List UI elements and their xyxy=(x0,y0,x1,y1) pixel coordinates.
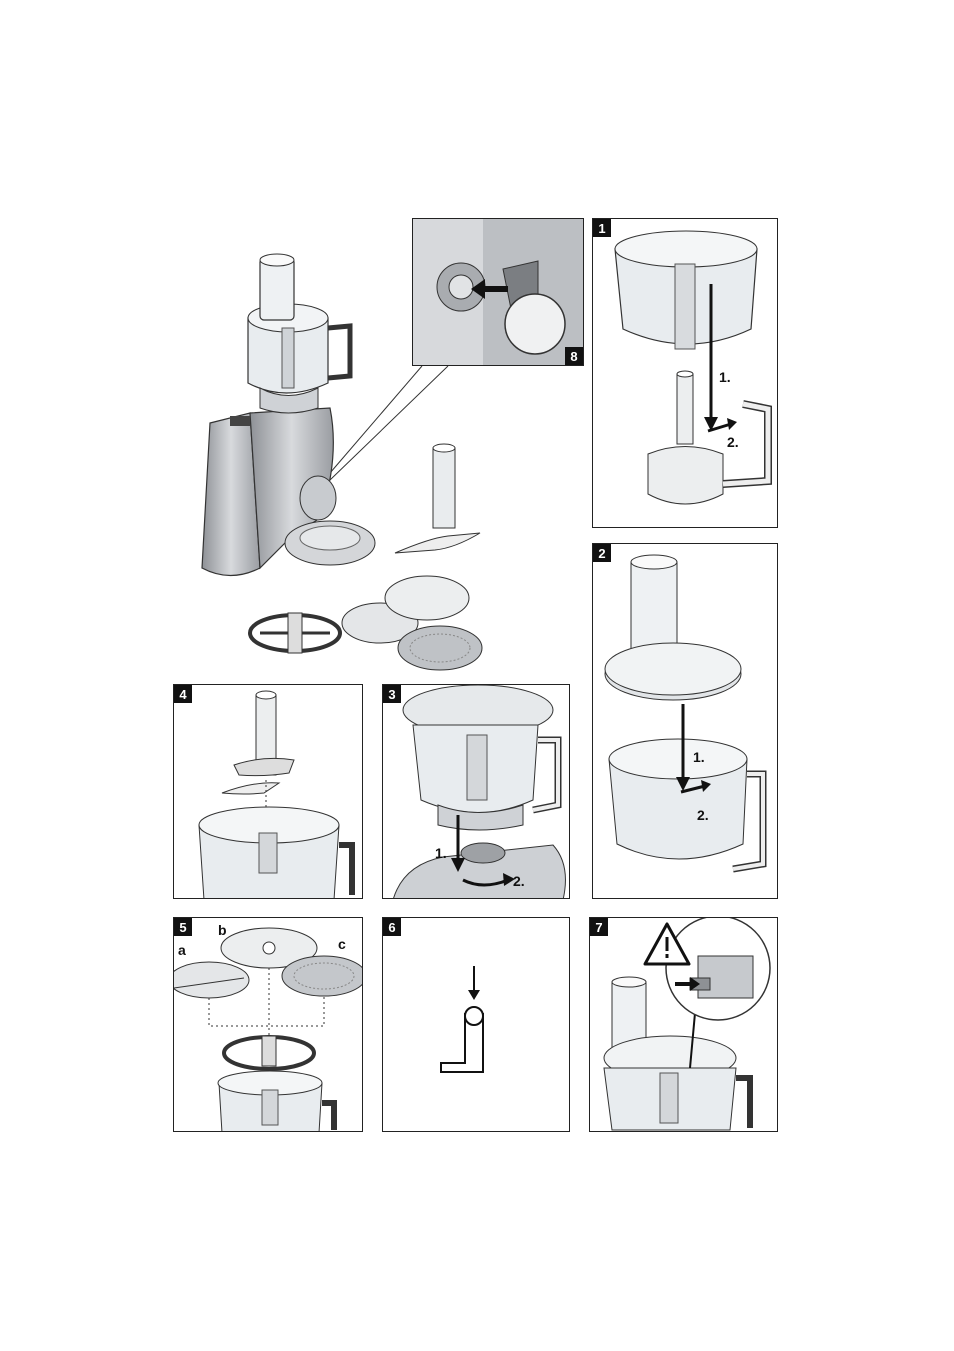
switch-symbol-icon xyxy=(441,1007,483,1072)
step-label-1: 1. xyxy=(693,749,705,765)
down-arrow-icon xyxy=(468,966,480,1000)
panel-4: 4 xyxy=(173,684,363,899)
panel-number: 7 xyxy=(590,918,608,936)
switch-position-diagram xyxy=(383,918,570,1132)
panel-number: 4 xyxy=(174,685,192,703)
panel-1: 1 1. 2. xyxy=(592,218,778,528)
disc-label-b: b xyxy=(218,922,227,938)
panel-number: 6 xyxy=(383,918,401,936)
step-label-2: 2. xyxy=(697,807,709,823)
step-label-1: 1. xyxy=(435,845,447,861)
panel-number: 8 xyxy=(565,347,583,365)
bowl-mount-illustration xyxy=(593,219,778,528)
panel-5: 5 a b c xyxy=(173,917,363,1132)
disc-label-a: a xyxy=(178,942,186,958)
step-label-2: 2. xyxy=(513,873,525,889)
panel-number: 2 xyxy=(593,544,611,562)
bowl-lock-illustration xyxy=(383,685,570,899)
disc-label-c: c xyxy=(338,936,346,952)
panel-number: 1 xyxy=(593,219,611,237)
step-label-2: 2. xyxy=(727,434,739,450)
panel-number: 3 xyxy=(383,685,401,703)
panel-6: 6 xyxy=(382,917,570,1132)
panel-3: 3 1. 2. xyxy=(382,684,570,899)
disc-insert-illustration xyxy=(174,918,363,1132)
safety-lock-illustration xyxy=(590,918,778,1132)
panel-2: 2 1. 2. xyxy=(592,543,778,899)
step-label-1: 1. xyxy=(719,369,731,385)
lid-mount-illustration xyxy=(593,544,778,899)
panel-7: 7 xyxy=(589,917,778,1132)
switch-detail-illustration xyxy=(413,219,584,366)
panel-number: 5 xyxy=(174,918,192,936)
knife-insert-illustration xyxy=(174,685,363,899)
panel-8: 8 xyxy=(412,218,584,366)
